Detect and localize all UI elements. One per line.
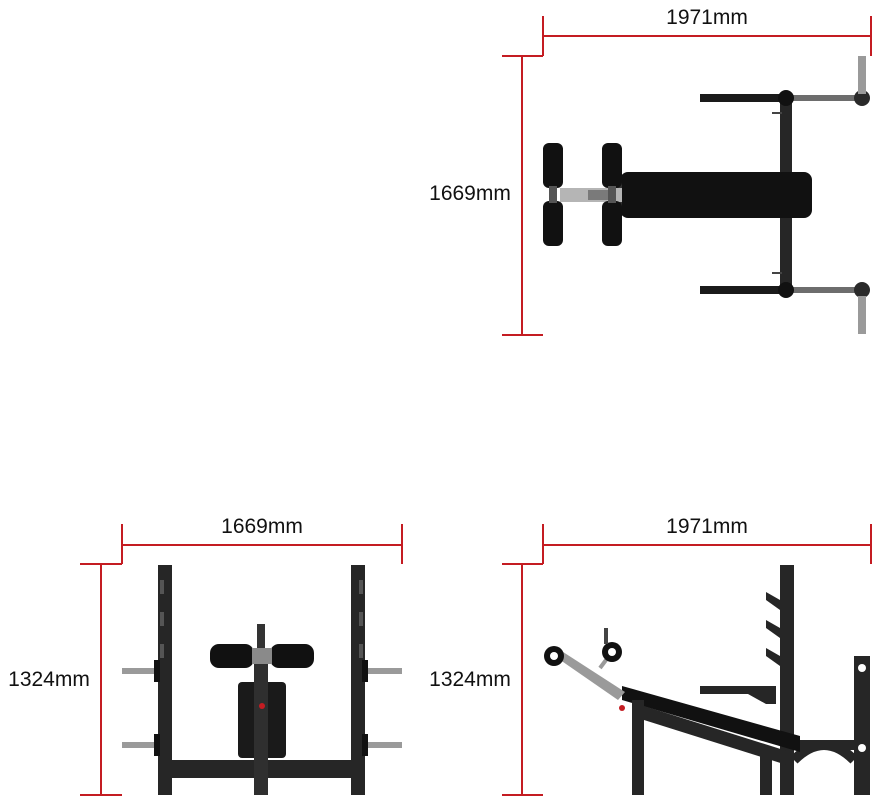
top-view: 1971mm 1669mm bbox=[429, 6, 872, 336]
side-view-frame bbox=[544, 565, 870, 795]
top-view-width-label: 1971mm bbox=[666, 6, 748, 29]
front-view-width-label: 1669mm bbox=[221, 515, 303, 538]
top-view-backrest-pad bbox=[620, 172, 812, 218]
side-view: 1971mm 1324mm bbox=[429, 515, 872, 796]
side-view-width-label: 1971mm bbox=[666, 515, 748, 538]
front-view-height-label: 1324mm bbox=[8, 668, 90, 691]
side-view-height-label: 1324mm bbox=[429, 668, 511, 691]
top-view-leg-rollers bbox=[543, 143, 622, 246]
top-view-depth-label: 1669mm bbox=[429, 182, 511, 205]
front-view-frame bbox=[122, 565, 402, 795]
front-view-dimension-lines bbox=[80, 524, 403, 796]
side-view-dimension-lines bbox=[502, 524, 872, 796]
top-view-dimension-lines bbox=[502, 16, 872, 336]
front-view: 1669mm 1324mm bbox=[8, 515, 403, 796]
